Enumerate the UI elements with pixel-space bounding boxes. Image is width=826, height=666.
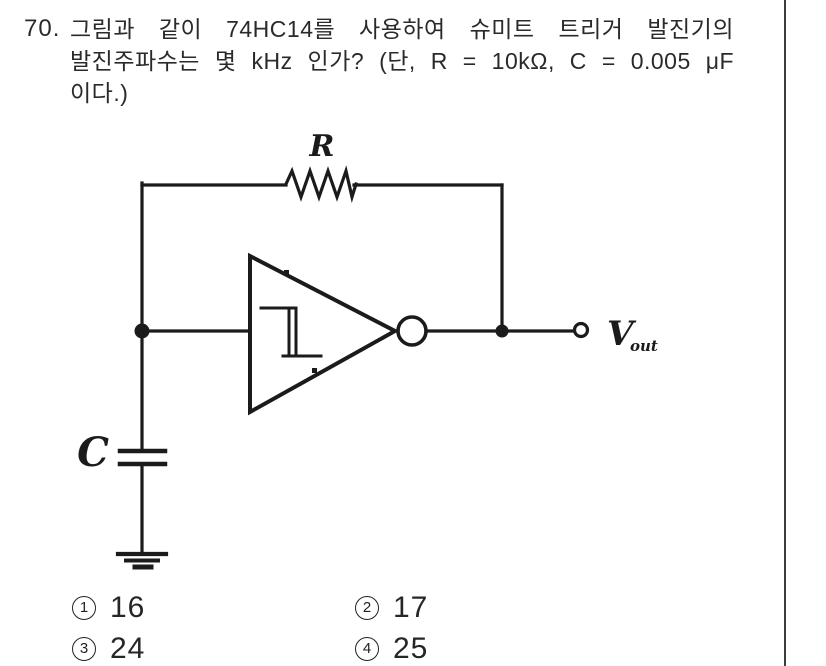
triangle-edge-dot-top — [284, 270, 289, 275]
triangle-edge-dot-bottom — [312, 368, 317, 373]
vout-subscript: out — [630, 337, 658, 355]
choice-3: 3 24 — [72, 632, 146, 665]
resistor-symbol — [283, 165, 358, 204]
choice-3-marker: 3 — [72, 637, 96, 661]
ground-icon — [115, 551, 169, 570]
choice-1-marker: 1 — [72, 596, 96, 620]
capacitor-label: C — [77, 429, 109, 476]
question-number: 70. — [24, 15, 61, 42]
output-terminal — [572, 321, 590, 339]
choice-1: 1 16 — [72, 591, 146, 624]
choice-3-value: 24 — [110, 632, 146, 665]
junction-dot-right — [495, 324, 509, 338]
choice-2-value: 17 — [393, 591, 429, 624]
choice-4-marker: 4 — [355, 637, 379, 661]
inverter-triangle — [248, 252, 400, 416]
question-line-1: 그림과 같이 74HC14를 사용하여 슈미트 트리거 발진기의 — [70, 16, 734, 42]
choice-1-value: 16 — [110, 591, 146, 624]
question-line-3: 이다.) — [70, 80, 129, 106]
choice-4: 4 25 — [355, 632, 429, 665]
choice-4-value: 25 — [393, 632, 429, 665]
vout-label: V — [607, 314, 637, 354]
page-column-divider — [784, 0, 786, 666]
junction-dot-left — [134, 323, 150, 339]
question-line-2: 발진주파수는 몇 kHz 인가? (단, R = 10kΩ, C = 0.005… — [70, 48, 734, 74]
capacitor-symbol — [117, 448, 168, 467]
choice-2-marker: 2 — [355, 596, 379, 620]
resistor-label: R — [309, 129, 335, 164]
inverter-bubble — [396, 315, 428, 347]
hysteresis-icon — [259, 306, 323, 358]
choice-2: 2 17 — [355, 591, 429, 624]
question-text: 그림과 같이 74HC14를 사용하여 슈미트 트리거 발진기의 발진주파수는 … — [70, 15, 734, 111]
